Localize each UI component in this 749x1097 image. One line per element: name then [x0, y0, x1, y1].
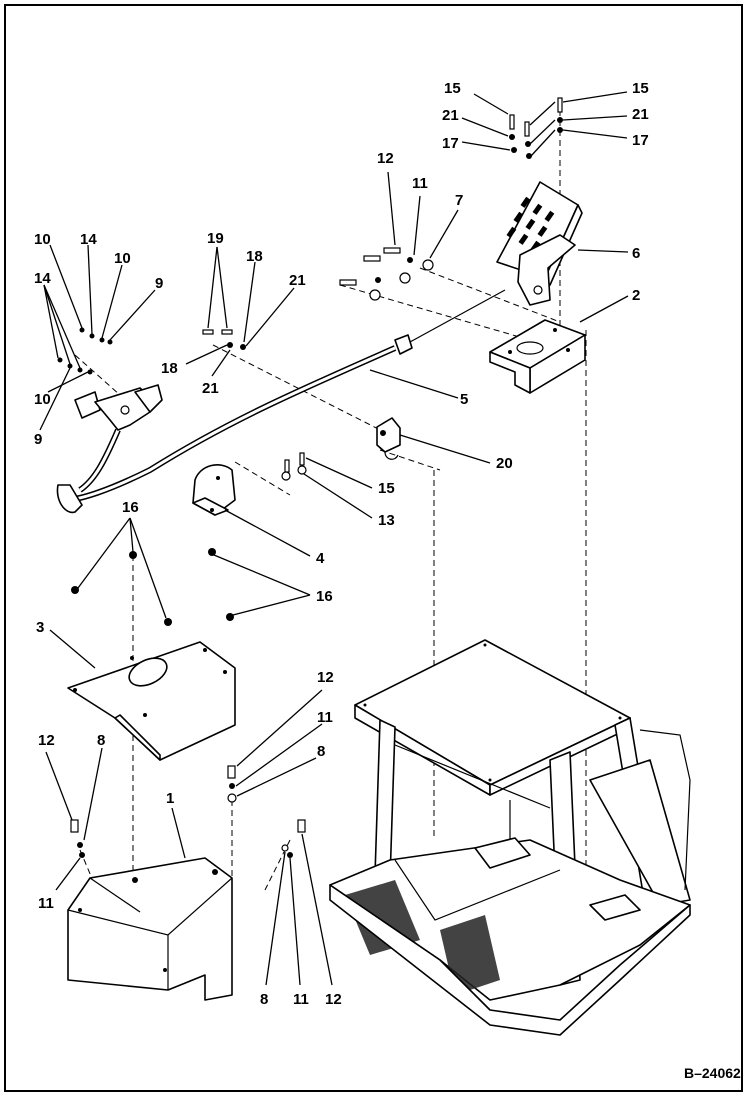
- callout-4: 4: [316, 550, 325, 567]
- callout-9: 9: [34, 431, 42, 448]
- leader-lines: [39, 91, 629, 986]
- fasteners: [57, 97, 563, 858]
- callout-21: 21: [202, 380, 219, 397]
- callout-10: 10: [114, 250, 131, 267]
- callout-17: 17: [632, 132, 649, 149]
- callout-21: 21: [289, 272, 306, 289]
- lever-mount-bracket: [192, 464, 236, 516]
- callout-11: 11: [38, 895, 54, 912]
- callout-8: 8: [260, 991, 268, 1008]
- callout-14: 14: [80, 231, 97, 248]
- callout-12: 12: [325, 991, 342, 1008]
- callout-15: 15: [378, 480, 395, 497]
- diagram-frame: [4, 4, 743, 1092]
- callout-18: 18: [161, 360, 178, 377]
- cover-plate: [67, 641, 236, 761]
- callout-15: 15: [444, 80, 461, 97]
- callout-21: 21: [632, 106, 649, 123]
- callout-16: 16: [316, 588, 333, 605]
- callout-19: 19: [207, 230, 224, 247]
- callout-labels: 15 21 17 15 21 17 12 11 7 6 2 19 18 21 1…: [34, 80, 741, 1081]
- callout-17: 17: [442, 135, 459, 152]
- callout-18: 18: [246, 248, 263, 265]
- hand-throttle-assembly: [74, 384, 163, 431]
- pedal-mount-plate: [489, 319, 586, 394]
- callout-21: 21: [442, 107, 459, 124]
- callout-5: 5: [460, 391, 468, 408]
- callout-13: 13: [378, 512, 395, 529]
- callout-8: 8: [317, 743, 325, 760]
- callout-12: 12: [38, 732, 55, 749]
- throttle-cable: [56, 289, 506, 514]
- callout-7: 7: [455, 192, 463, 209]
- callout-15: 15: [632, 80, 649, 97]
- figure-id: B–24062: [684, 1065, 741, 1081]
- cab-frame: [329, 639, 691, 1036]
- callout-12: 12: [377, 150, 394, 167]
- callout-20: 20: [496, 455, 513, 472]
- accelerator-pedal: [496, 181, 583, 306]
- callout-12: 12: [317, 669, 334, 686]
- callout-11: 11: [317, 709, 333, 726]
- callout-10: 10: [34, 391, 51, 408]
- console-housing: [67, 857, 233, 1001]
- callout-2: 2: [632, 287, 640, 304]
- callout-3: 3: [36, 619, 44, 636]
- callout-11: 11: [293, 991, 309, 1008]
- cable-bracket: [376, 417, 401, 460]
- callout-11: 11: [412, 175, 428, 192]
- callout-8: 8: [97, 732, 105, 749]
- callout-14: 14: [34, 270, 51, 287]
- callout-16: 16: [122, 499, 139, 516]
- callout-6: 6: [632, 245, 640, 262]
- callout-1: 1: [166, 790, 174, 807]
- callout-10: 10: [34, 231, 51, 248]
- callout-9: 9: [155, 275, 163, 292]
